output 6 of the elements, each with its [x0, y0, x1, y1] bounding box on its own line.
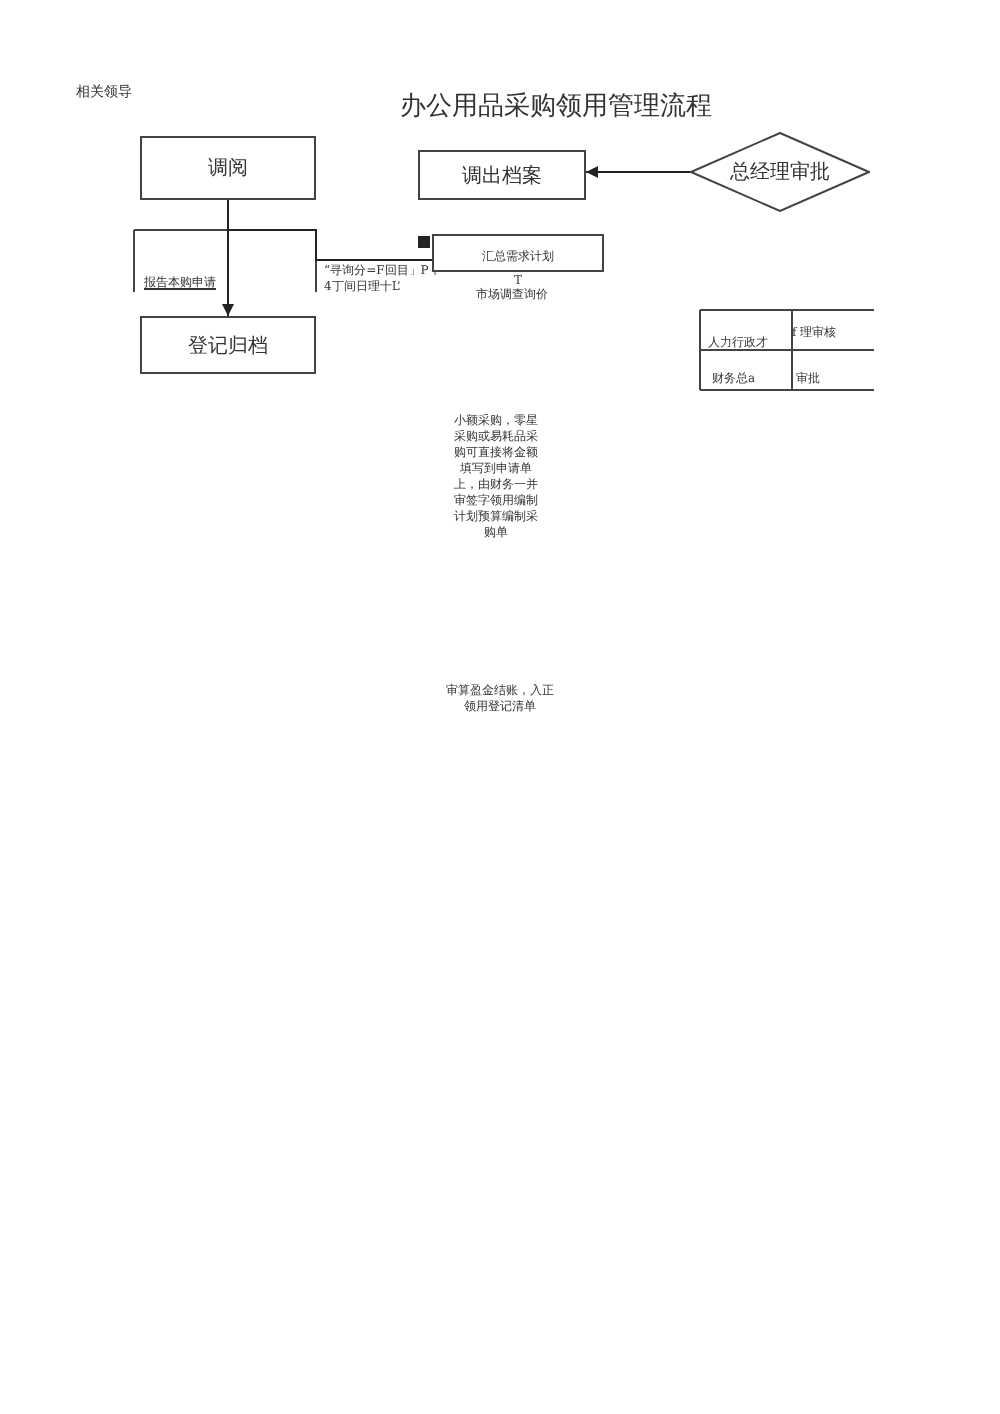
process-box: 登记归档: [140, 316, 316, 374]
arrow: [585, 166, 691, 178]
title: 办公用品采购领用管理流程: [400, 90, 714, 120]
process-box: 调阅: [140, 136, 316, 200]
process-box: 调出档案: [418, 150, 586, 200]
decision-diamond: 总经理审批: [690, 132, 870, 212]
